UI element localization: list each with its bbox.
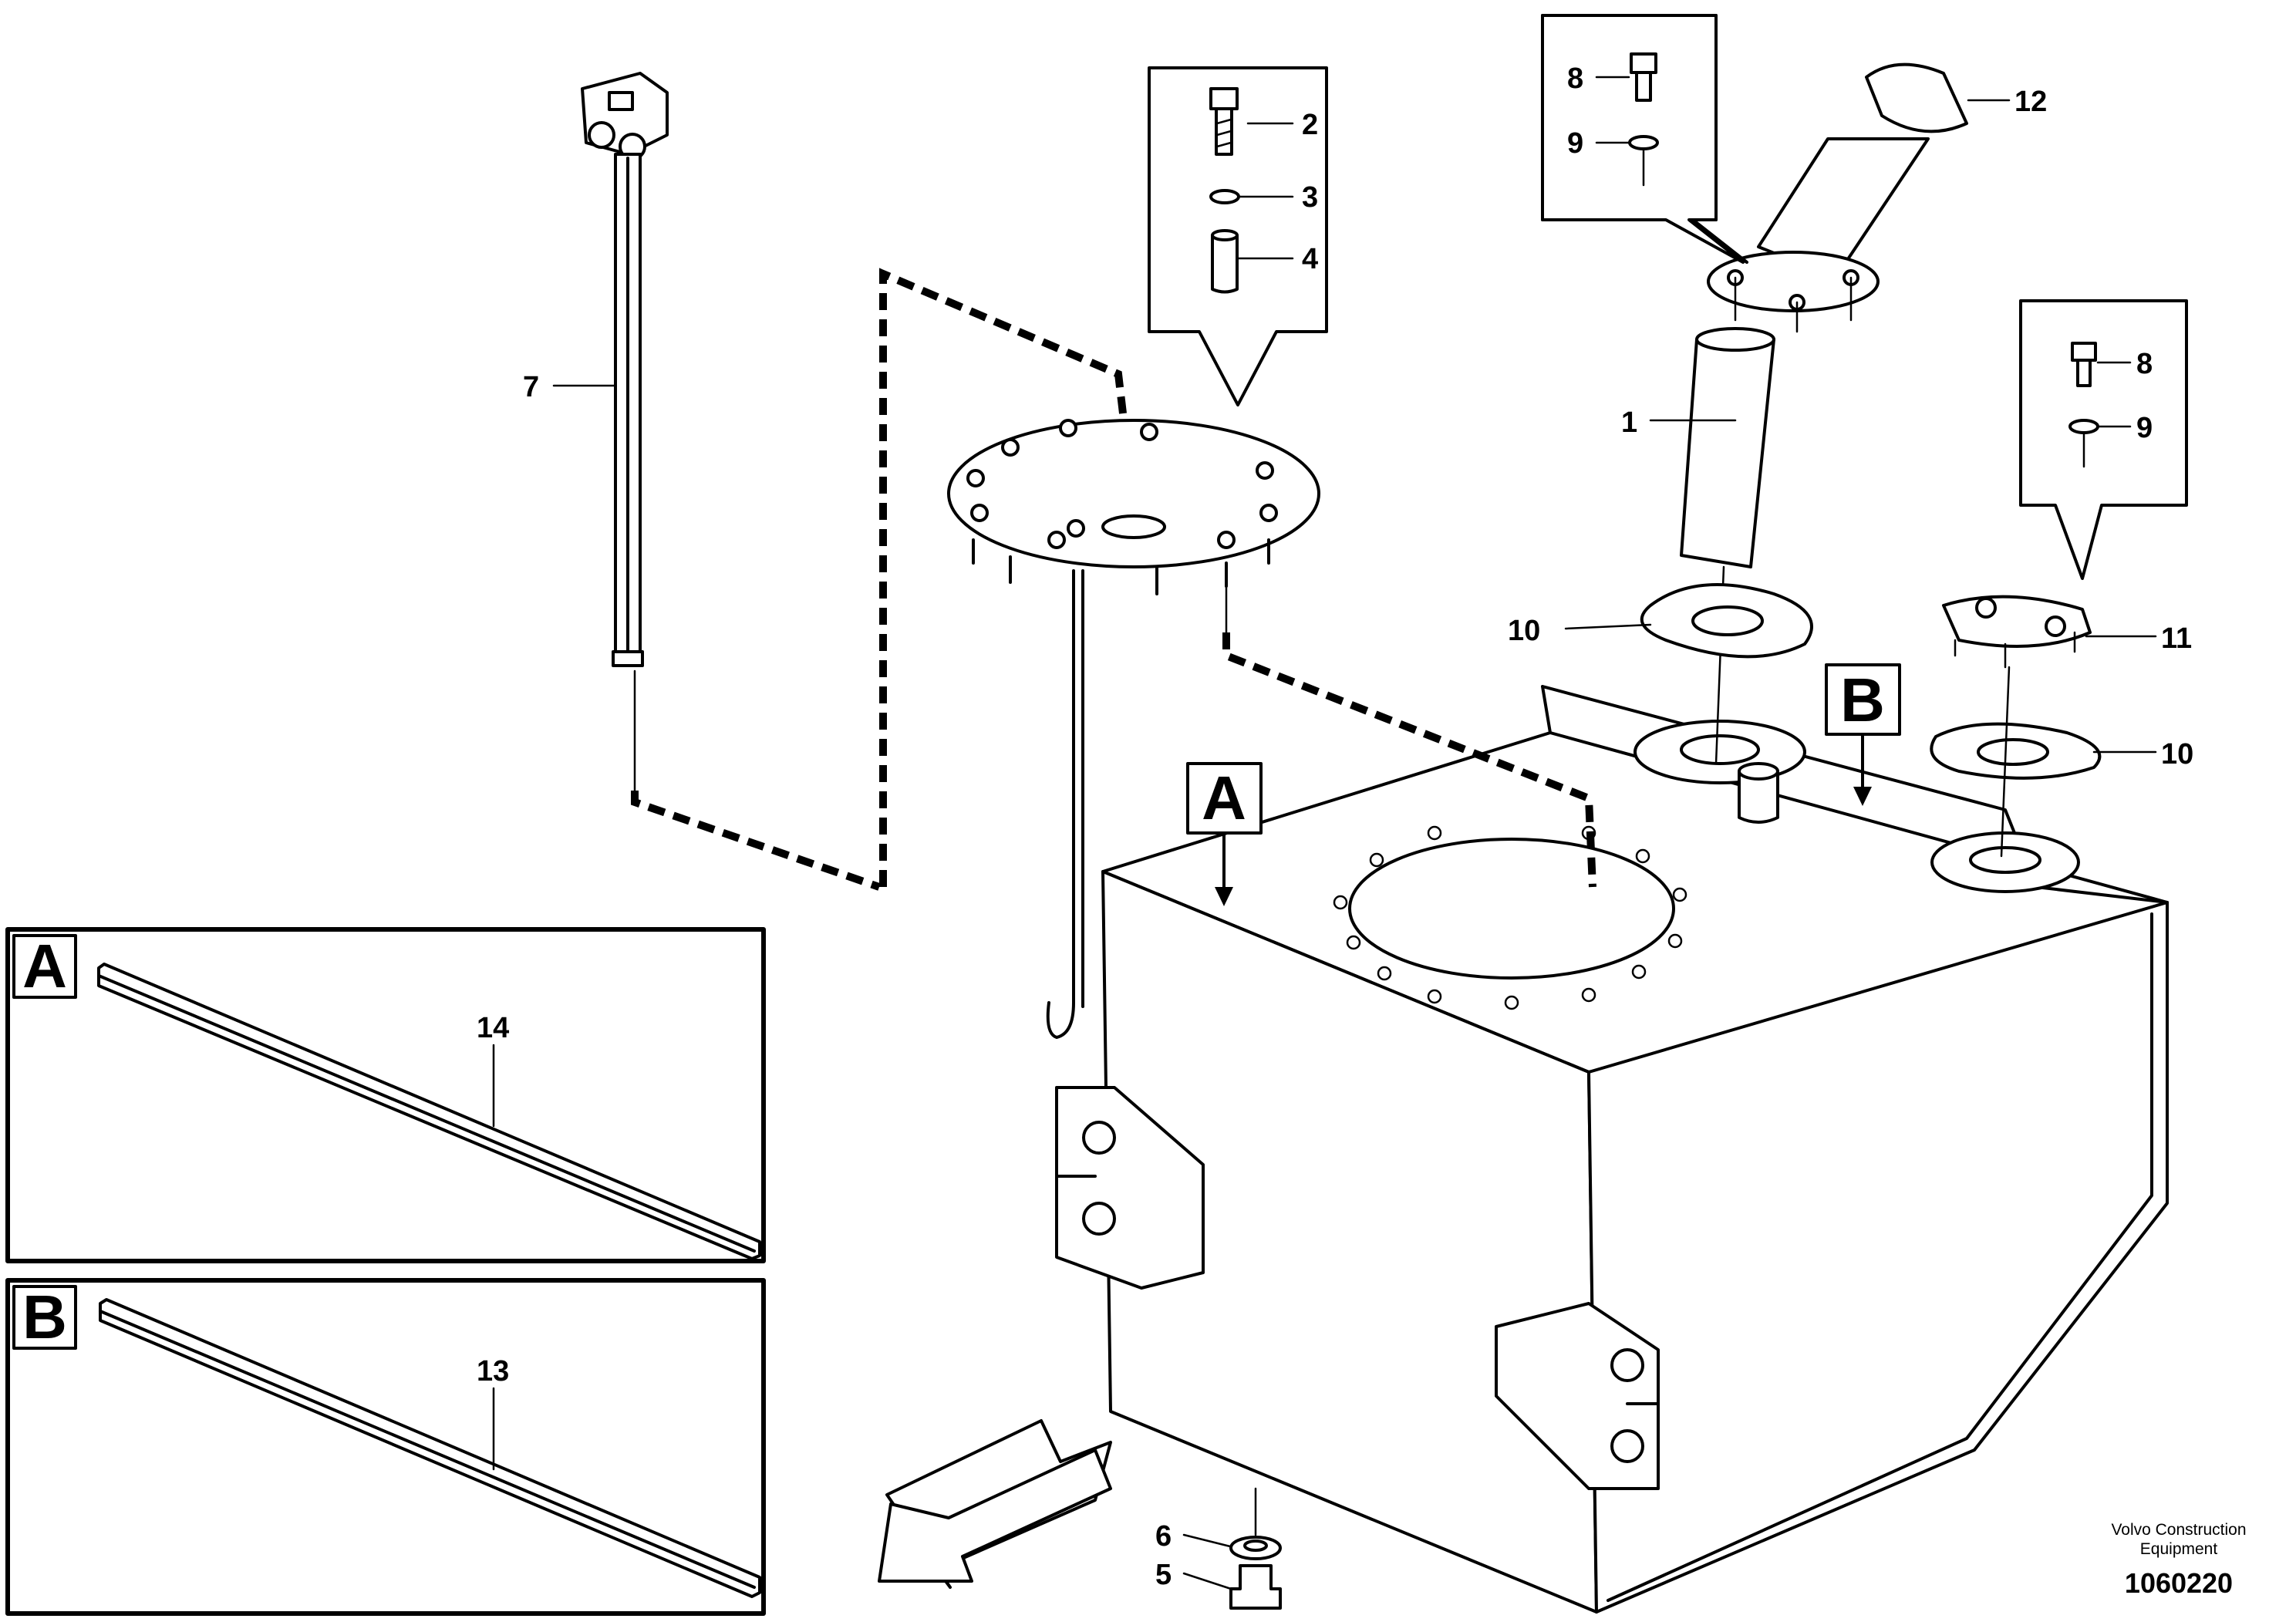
detail-box-filler-bolts (1541, 14, 1748, 264)
sender-gasket (1930, 722, 2102, 780)
callout-11: 11 (2161, 622, 2192, 655)
forward-direction-arrow-outline (878, 1448, 1112, 1583)
callout-8b: 8 (2136, 348, 2153, 380)
tank-side-bend (1607, 912, 2153, 1602)
plate-center-hole (1101, 514, 1166, 539)
route-plate-to-tank (1222, 632, 1596, 888)
plate-bolts (966, 419, 1278, 549)
sender-cover-assembly (1930, 595, 2102, 858)
callout-13: 13 (477, 1355, 509, 1388)
credit-line-2: Equipment (2140, 1540, 2218, 1558)
mount-bracket-left (1055, 1086, 1205, 1290)
filler-assembly (1640, 62, 1968, 765)
fuel-tank (1055, 685, 2169, 1614)
assembly-route-lines (631, 268, 1596, 891)
callout-7: 7 (523, 371, 539, 403)
callout-9b: 9 (2136, 412, 2153, 444)
sender-cover (1942, 595, 2092, 648)
panel-a-letter: A (22, 932, 67, 1000)
fuel-level-sender (581, 72, 669, 667)
tank-inspection-opening (1348, 838, 1675, 980)
filler-cap (1865, 62, 1968, 133)
callout-1: 1 (1621, 406, 1637, 439)
drain-plug (1229, 1564, 1282, 1610)
section-marker-b: B (1825, 663, 1901, 806)
sender-boss (1930, 831, 2080, 893)
route-sender-to-plate (631, 268, 1130, 891)
filler-boss-hole (1680, 734, 1760, 765)
callout-10a: 10 (1508, 615, 1540, 647)
drain-washer (1229, 1536, 1282, 1560)
filler-tube (1680, 338, 1775, 568)
sender-mounting-plate (947, 419, 1320, 1039)
breather-pipe (1738, 770, 1779, 824)
detail-panel-a: A (5, 927, 766, 1263)
marker-a-letter: A (1202, 764, 1246, 832)
detail-box-plate-bolts (1148, 66, 1328, 406)
filler-flange (1707, 251, 1880, 312)
credit-line-1: Volvo Construction (2111, 1521, 2246, 1539)
drawing-credit: Volvo Construction Equipment 1060220 (2111, 1521, 2246, 1599)
callout-3: 3 (1302, 181, 1318, 214)
callout-8a: 8 (1567, 62, 1583, 95)
section-marker-a: A (1186, 762, 1263, 906)
mount-bracket-right (1495, 1302, 1660, 1490)
callout-12: 12 (2014, 86, 2047, 118)
callout-14: 14 (477, 1012, 509, 1044)
edge-strip-13 (99, 1298, 761, 1598)
plate-disc (947, 419, 1320, 568)
filler-gasket (1640, 583, 1813, 659)
document-number: 1060220 (2125, 1567, 2233, 1599)
callout-9a: 9 (1567, 127, 1583, 160)
detail-panel-b: B (5, 1278, 766, 1616)
edge-strip-14 (97, 963, 761, 1260)
suction-rod (1046, 569, 1075, 1039)
callout-10b: 10 (2161, 738, 2193, 771)
panel-b-letter: B (22, 1283, 67, 1351)
callout-2: 2 (1302, 109, 1318, 141)
detail-box-cover-bolts (2019, 299, 2188, 580)
tank-side-face (1587, 901, 2169, 1614)
callout-4: 4 (1302, 243, 1318, 275)
opening-bolt-holes (1333, 825, 1687, 1010)
callout-numbers: 2 3 4 7 8 9 12 1 10 8 9 11 10 6 5 14 13 (477, 62, 2193, 1591)
callout-leaders (552, 76, 2157, 1590)
callout-5: 5 (1155, 1559, 1172, 1591)
marker-b-letter: B (1840, 666, 1885, 734)
plate-studs (972, 538, 1270, 595)
sender-boss-hole (1969, 846, 2041, 874)
callout-6: 6 (1155, 1520, 1172, 1553)
drain-plug-assembly (1229, 1487, 1282, 1610)
